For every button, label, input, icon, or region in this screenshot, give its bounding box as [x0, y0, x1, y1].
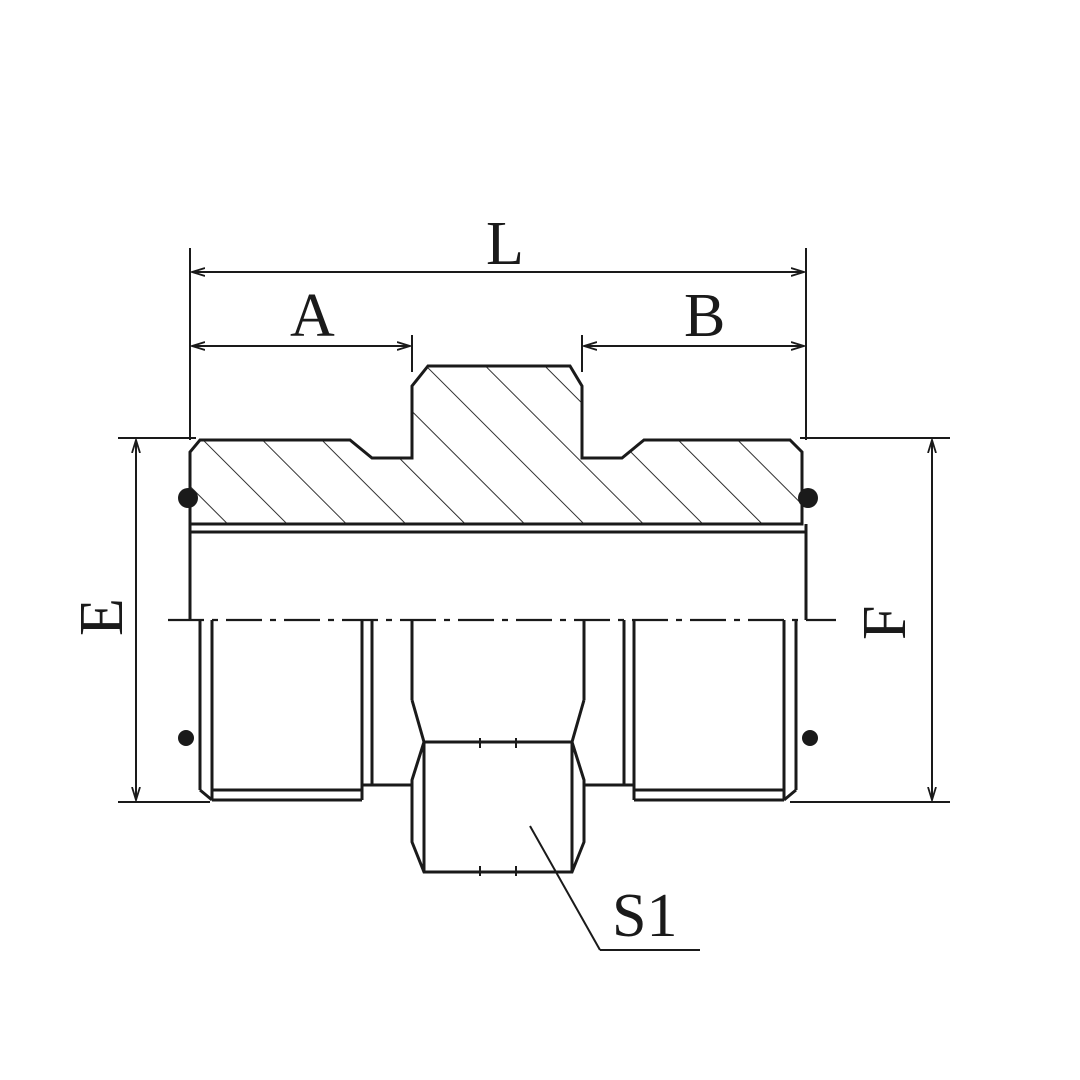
s1-leader: [529, 825, 700, 951]
bore: [188, 524, 808, 620]
label-A: A: [290, 282, 335, 350]
label-B: B: [684, 282, 725, 350]
lower-exterior-view: [198, 620, 798, 876]
o-ring-right-top: [798, 488, 818, 508]
extension-lines: [118, 248, 950, 803]
dimension-lines: [136, 272, 932, 800]
o-rings: [178, 488, 818, 746]
label-L: L: [486, 210, 524, 278]
o-ring-right-bottom: [802, 730, 818, 746]
o-ring-left-top: [178, 488, 198, 508]
label-F: F: [851, 606, 919, 640]
o-ring-left-bottom: [178, 730, 194, 746]
hatched-section: [188, 364, 804, 526]
label-S1: S1: [612, 882, 677, 950]
label-E: E: [68, 598, 136, 636]
